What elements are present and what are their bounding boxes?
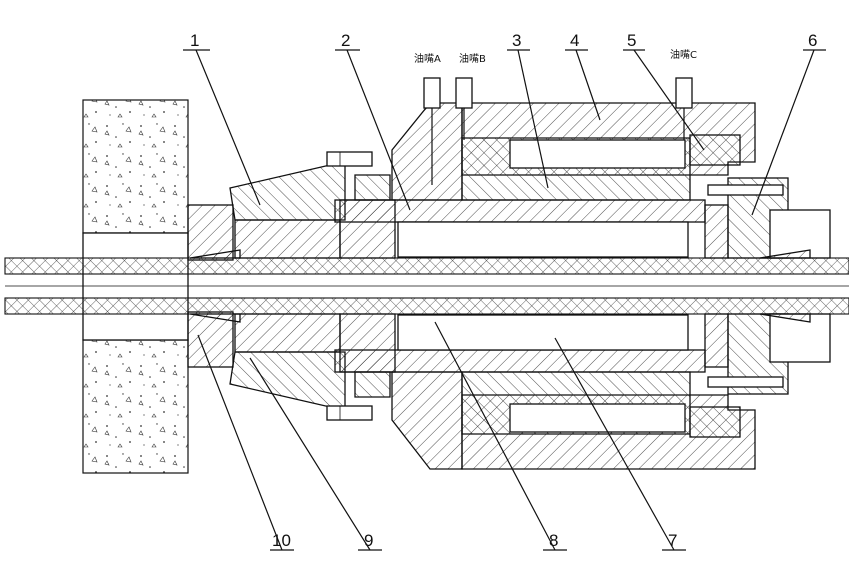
- part-label-8: 8: [549, 531, 558, 550]
- part-label-4: 4: [570, 31, 579, 50]
- tool-anchor: [704, 177, 831, 395]
- part-label-3: 3: [512, 31, 521, 50]
- oil-port-c-label: 油嘴C: [670, 48, 697, 61]
- part-label-7: 7: [668, 531, 677, 550]
- concrete-block: [82, 99, 189, 474]
- part-label-1: 1: [190, 31, 199, 50]
- steel-strands: [4, 257, 849, 315]
- oil-port-a-label: 油嘴A: [414, 52, 441, 65]
- front-bolts: [326, 151, 373, 421]
- piston: [461, 137, 691, 435]
- leader-lines: [183, 49, 826, 551]
- part-label-5: 5: [627, 31, 636, 50]
- part-label-9: 9: [364, 531, 373, 550]
- part-label-10: 10: [272, 531, 291, 550]
- seal-ring: [689, 134, 741, 438]
- oil-port-fittings: [423, 77, 693, 185]
- part-label-6: 6: [808, 31, 817, 50]
- oil-port-b-label: 油嘴B: [459, 52, 486, 65]
- wedges: [189, 249, 811, 323]
- part-label-2: 2: [341, 31, 350, 50]
